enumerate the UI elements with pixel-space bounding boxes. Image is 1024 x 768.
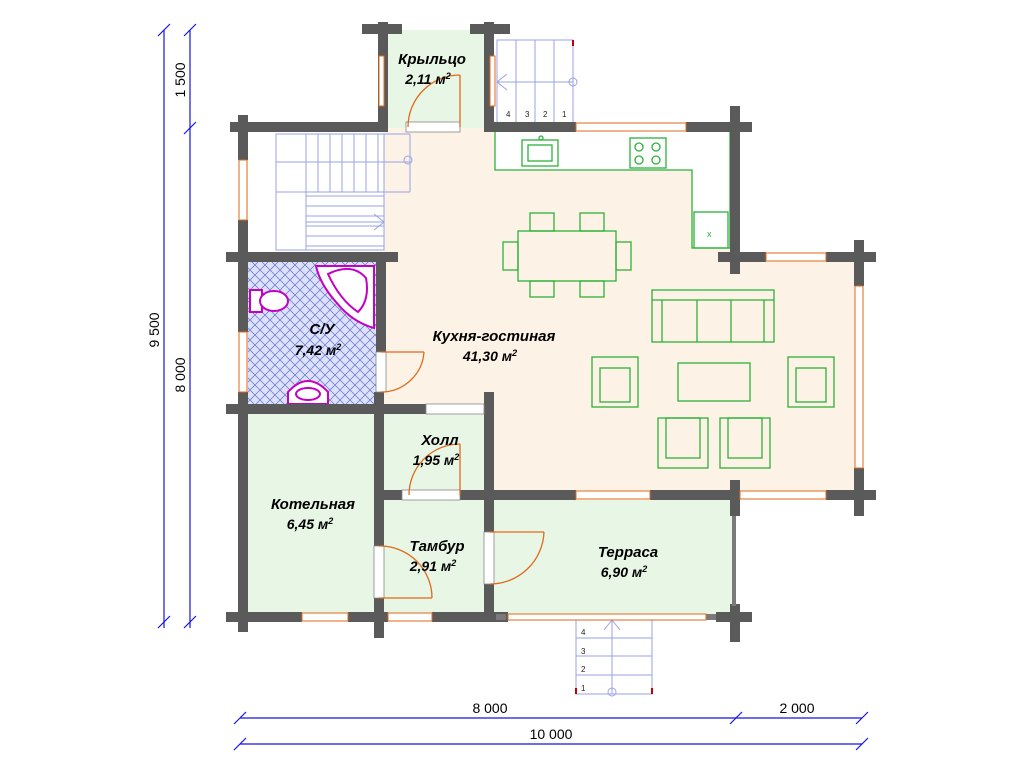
window	[575, 490, 651, 500]
terrace-area: 6,90 м2	[601, 564, 648, 580]
dim-bottom-total: 10 000	[530, 726, 573, 742]
terrace-step-3: 3	[581, 647, 586, 656]
boiler-area: 6,45 м2	[287, 516, 334, 532]
porch-stairs: 4 3 2 1	[496, 39, 578, 125]
svg-text:x: x	[707, 229, 712, 239]
bathroom-door	[380, 351, 425, 393]
hall-name: Холл	[420, 432, 459, 449]
windows	[238, 55, 864, 622]
kitchen-counter: x	[494, 129, 731, 249]
floors	[245, 30, 859, 618]
coffee-table	[677, 362, 751, 402]
kitchen-name: Кухня-гостиная	[433, 328, 556, 345]
room-labels: Крыльцо 2,11 м2 С/У 7,42 м2 Кухня-гостин…	[271, 51, 658, 580]
boiler-floor	[247, 414, 375, 618]
window	[575, 122, 687, 132]
bay-floor	[737, 257, 859, 493]
porch-step-2: 2	[543, 110, 548, 119]
dim-left-outer: 9 500	[146, 312, 162, 347]
window	[387, 612, 433, 622]
porch-area: 2,11 м2	[404, 71, 450, 87]
hall-floor	[378, 414, 490, 494]
doors	[373, 74, 545, 599]
bathroom-fixtures	[249, 265, 375, 405]
porch-step-3: 3	[525, 110, 530, 119]
dim-bottom-b: 2 000	[779, 700, 814, 716]
porch-floor	[384, 30, 490, 128]
fridge-icon	[693, 211, 729, 249]
toilet-icon	[249, 289, 289, 313]
dim-bottom-a: 8 000	[472, 700, 507, 716]
window	[378, 55, 385, 107]
washbasin-icon	[287, 380, 329, 405]
porch-step-1: 1	[562, 110, 567, 119]
living-furniture	[591, 289, 835, 469]
terrace-door	[489, 531, 545, 585]
window	[489, 55, 496, 107]
window	[238, 331, 248, 393]
bathroom-name: С/У	[309, 321, 336, 338]
window	[854, 285, 864, 469]
window	[238, 159, 248, 221]
armchair-left	[591, 356, 639, 408]
dim-left-top: 1 500	[172, 62, 188, 97]
terrace-name: Терраса	[598, 544, 658, 561]
porch-name: Крыльцо	[398, 51, 466, 68]
interior-staircase	[275, 133, 413, 251]
dimension-lines: 9 500 1 500 8 000 8 000 2 000 10 000	[146, 23, 869, 751]
kitchen-area: 41,30 м2	[462, 348, 517, 364]
hall-door	[408, 443, 461, 496]
walls	[226, 22, 876, 642]
armchair-right	[787, 356, 835, 408]
window	[301, 612, 349, 622]
porch-door	[407, 74, 461, 128]
armchair-bottom-right	[719, 417, 771, 469]
terrace-step-4: 4	[581, 628, 586, 637]
dim-left-main: 8 000	[172, 357, 188, 392]
vestibule-area: 2,91 м2	[409, 558, 457, 574]
sofa	[651, 289, 775, 343]
terrace-stairs: 4 3 2 1	[575, 619, 653, 697]
bathroom-area: 7,42 м2	[295, 342, 342, 358]
terrace-floor	[492, 500, 732, 616]
terrace-step-1: 1	[581, 684, 586, 693]
armchair-bottom-left	[657, 417, 709, 469]
boiler-door	[378, 545, 433, 599]
hall-area: 1,95 м2	[413, 452, 460, 468]
dining-set	[502, 212, 632, 298]
terrace-step-2: 2	[581, 665, 586, 674]
window	[739, 490, 827, 500]
window	[765, 252, 827, 262]
window	[507, 613, 707, 621]
porch-step-4: 4	[506, 110, 511, 119]
stove-icon	[629, 137, 667, 169]
boiler-name: Котельная	[271, 496, 355, 513]
vestibule-name: Тамбур	[409, 538, 464, 555]
bathtub-icon	[314, 265, 375, 330]
